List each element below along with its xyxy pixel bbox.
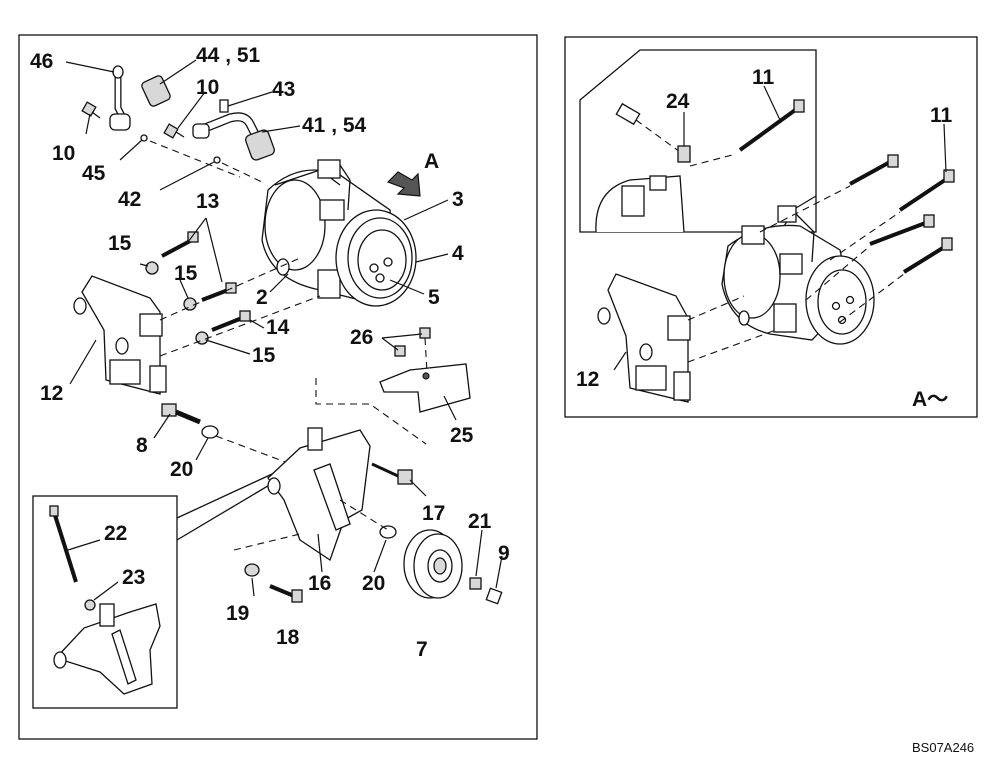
label-5: 5 [428, 286, 440, 309]
detail-leader-lines [613, 85, 947, 371]
oring-45 [140, 134, 148, 142]
label-7: 7 [416, 638, 428, 661]
oring-42 [213, 156, 221, 164]
leader-lines [65, 59, 503, 601]
label-21: 21 [468, 510, 492, 533]
label-20-lower: 20 [362, 572, 385, 595]
bracket-12 [73, 275, 167, 395]
label-15-upper: 15 [108, 232, 132, 255]
detail-frame [564, 36, 978, 418]
detail-label-11-top: 11 [752, 66, 775, 89]
bolts-11-detail [759, 154, 955, 323]
detail-view-label: A～ [912, 388, 948, 411]
label-3: 3 [452, 188, 464, 211]
assembly-dash [221, 162, 263, 183]
label-9: 9 [498, 542, 510, 565]
bolt-10-right [163, 123, 185, 139]
label-15-lower: 15 [252, 344, 276, 367]
washer-19 [244, 563, 260, 577]
label-2: 2 [256, 286, 268, 309]
plate-hole [422, 372, 430, 380]
bolt-17 [371, 462, 413, 485]
label-41-54: 41 , 54 [302, 114, 367, 137]
nut-9 [485, 587, 503, 605]
detail-callout-line [795, 195, 817, 209]
main-frame [18, 34, 538, 740]
bolt-26 [394, 327, 431, 373]
label-4: 4 [452, 242, 464, 265]
detail-compressor [721, 205, 875, 345]
inset-bracket [53, 603, 161, 695]
nut-21 [469, 577, 482, 590]
plate-25 [379, 363, 471, 413]
bolt-13-lower [201, 282, 237, 302]
bolt-22 [49, 505, 78, 583]
label-13: 13 [196, 190, 219, 213]
label-8: 8 [136, 434, 148, 457]
hose-43-41 [192, 99, 275, 161]
label-18: 18 [276, 626, 300, 649]
label-12: 12 [40, 382, 63, 405]
assembly-dash [149, 140, 241, 178]
label-46: 46 [30, 50, 53, 73]
label-17: 17 [422, 502, 445, 525]
detail-label-24: 24 [666, 90, 690, 113]
label-15-middle: 15 [174, 262, 198, 285]
bolt-13-upper [161, 231, 199, 258]
label-10-left: 10 [52, 142, 75, 165]
washer-15-upper [145, 261, 159, 275]
assembly-dash [233, 533, 301, 551]
washer-20-upper [201, 425, 219, 439]
view-a-label: A [424, 150, 439, 173]
bolt-14 [211, 310, 251, 332]
label-44-51: 44 , 51 [196, 44, 261, 67]
bolt-10-left [81, 101, 101, 119]
label-23: 23 [122, 566, 145, 589]
assembly-dash [215, 435, 297, 467]
label-19: 19 [226, 602, 249, 625]
label-10-top: 10 [196, 76, 219, 99]
washer-20-lower [379, 525, 397, 539]
label-25: 25 [450, 424, 474, 447]
pulley-7 [403, 529, 463, 599]
drawing-code: BS07A246 [912, 740, 974, 755]
detail-bracket-12 [597, 273, 777, 403]
detail-label-11-right: 11 [930, 104, 953, 127]
label-20-upper: 20 [170, 458, 193, 481]
bolt-8 [161, 403, 201, 425]
bolt-11-inset [689, 99, 805, 167]
assembly-dash [159, 257, 301, 321]
detail-label-12: 12 [576, 368, 599, 391]
label-42: 42 [118, 188, 141, 211]
assembly-dash [339, 499, 389, 531]
nut-23 [84, 599, 96, 611]
connector-24 [615, 102, 691, 163]
assembly-dash [315, 378, 427, 445]
label-45: 45 [82, 162, 106, 185]
assembly-dash [159, 295, 321, 357]
view-a-arrow [386, 171, 421, 197]
label-16: 16 [308, 572, 331, 595]
label-43: 43 [272, 78, 295, 101]
bracket-16 [267, 427, 371, 562]
label-26: 26 [350, 326, 373, 349]
hose-46-44 [109, 56, 171, 131]
label-14: 14 [266, 316, 290, 339]
label-22: 22 [104, 522, 127, 545]
bolt-18 [269, 584, 303, 603]
detail-inset-compressor [595, 175, 685, 233]
